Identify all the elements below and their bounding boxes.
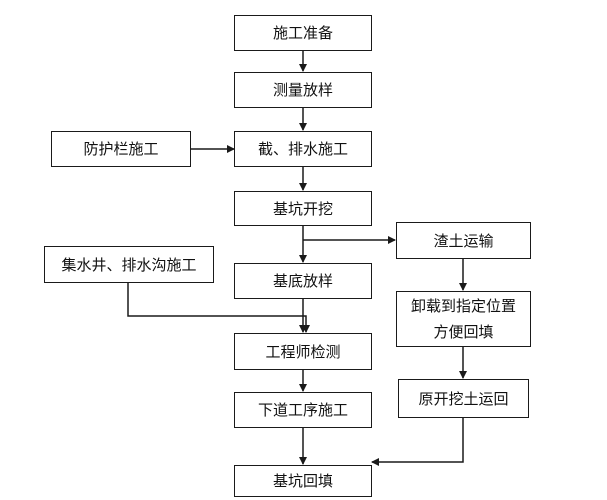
node-unload-label-line2: 方便回填 bbox=[433, 323, 494, 341]
node-excavate: 基坑开挖 bbox=[234, 191, 372, 226]
node-backfill: 基坑回填 bbox=[234, 465, 372, 497]
node-muck-transport-label: 渣土运输 bbox=[433, 231, 494, 250]
node-next-process-label: 下道工序施工 bbox=[257, 401, 348, 419]
node-unload-label-line1: 卸载到指定位置 bbox=[410, 297, 516, 315]
node-backfill-label: 基坑回填 bbox=[272, 472, 333, 490]
node-survey: 测量放样 bbox=[234, 72, 372, 108]
node-sump-label: 集水井、排水沟施工 bbox=[61, 255, 197, 274]
node-excavate-label: 基坑开挖 bbox=[272, 199, 333, 218]
node-return-soil: 原开挖土运回 bbox=[398, 379, 529, 418]
node-drainage-label: 截、排水施工 bbox=[257, 140, 348, 158]
node-guardrail-label: 防护栏施工 bbox=[83, 140, 159, 158]
node-prep-label: 施工准备 bbox=[272, 24, 333, 42]
node-bottom-layout: 基底放样 bbox=[234, 263, 372, 299]
node-bottom-layout-label: 基底放样 bbox=[272, 272, 333, 290]
node-next-process: 下道工序施工 bbox=[234, 392, 372, 428]
node-guardrail: 防护栏施工 bbox=[51, 131, 191, 167]
node-prep: 施工准备 bbox=[234, 15, 372, 51]
node-return-soil-label: 原开挖土运回 bbox=[418, 389, 509, 408]
node-muck-transport: 渣土运输 bbox=[396, 222, 531, 259]
node-drainage: 截、排水施工 bbox=[234, 131, 372, 167]
node-sump: 集水井、排水沟施工 bbox=[44, 246, 214, 283]
node-inspection: 工程师检测 bbox=[234, 333, 372, 370]
node-inspection-label: 工程师检测 bbox=[265, 342, 341, 361]
arrow-return-soil-to-backfill bbox=[371, 418, 464, 466]
node-unload: 卸载到指定位置 方便回填 bbox=[396, 291, 531, 347]
arrow-sump-to-inspection bbox=[127, 283, 310, 333]
node-survey-label: 测量放样 bbox=[272, 81, 333, 99]
